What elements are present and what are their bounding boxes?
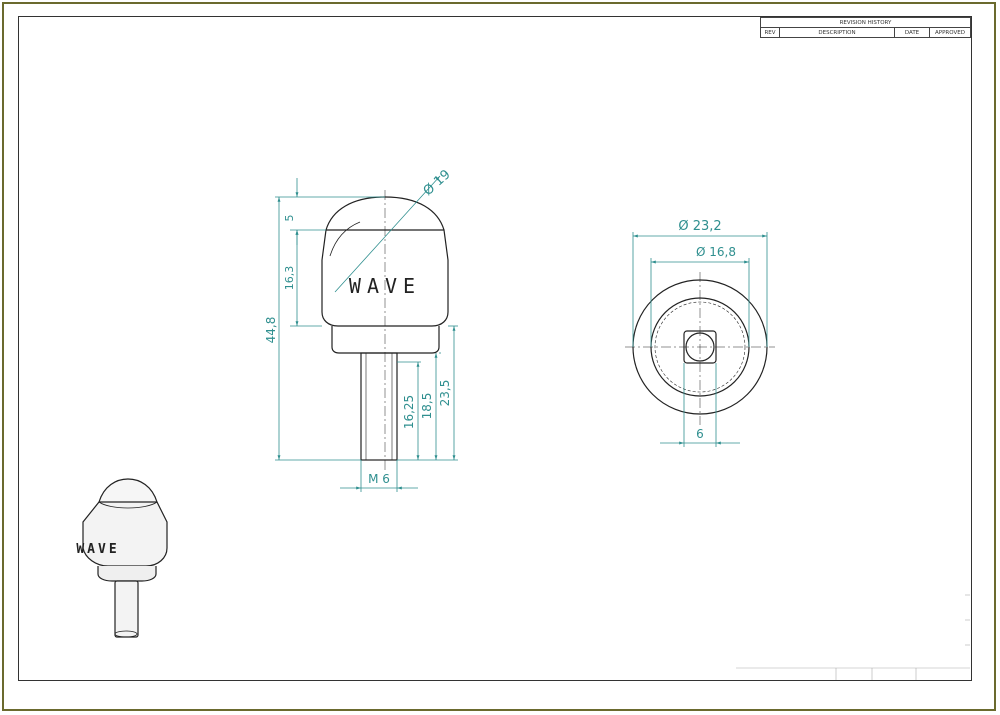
dim-stem2-text: 18,5: [420, 393, 434, 420]
dim-cap-text: 5: [283, 215, 296, 222]
dim-sphere-dia-text: Ø 19: [421, 167, 454, 199]
dim-outer-dia-text: Ø 23,2: [678, 219, 721, 234]
front-view-label: WAVE: [349, 274, 421, 298]
iso-stem-end: [114, 630, 138, 638]
front-view: [321, 175, 449, 470]
hidden-circle: [654, 301, 746, 393]
top-view: [625, 272, 775, 425]
top-dimensions: [632, 232, 768, 447]
dim-body-text: 16,3: [283, 266, 296, 291]
dim-inner-dia-text: Ø 16,8: [696, 245, 736, 259]
body-outline: [321, 229, 449, 327]
iso-collar: [97, 566, 157, 582]
isometric-view: [82, 478, 168, 638]
dim-thread-text: M 6: [368, 472, 390, 486]
iso-view-label: WAVE: [76, 542, 119, 557]
front-dimensions: [275, 178, 458, 492]
sphere-dia-leader: [334, 175, 441, 293]
inner-border: [18, 16, 972, 681]
stem-outline: [360, 352, 398, 461]
approved-column-header: APPROVED: [929, 27, 971, 38]
dim-overall-text: 44,8: [264, 317, 278, 344]
dim-stem3-text: 23,5: [438, 380, 452, 407]
dim-square-text: 6: [696, 427, 704, 441]
sphere-arc: [329, 221, 361, 257]
iso-cap: [98, 478, 158, 503]
iso-stem: [114, 580, 139, 638]
collar-outline: [331, 326, 440, 354]
title-block: [736, 594, 970, 680]
iso-cap-ring: [98, 501, 158, 509]
dim-stem1-text: 16,25: [402, 395, 416, 429]
revision-history-table: REVISION HISTORY REV DESCRIPTION DATE AP…: [760, 17, 971, 38]
